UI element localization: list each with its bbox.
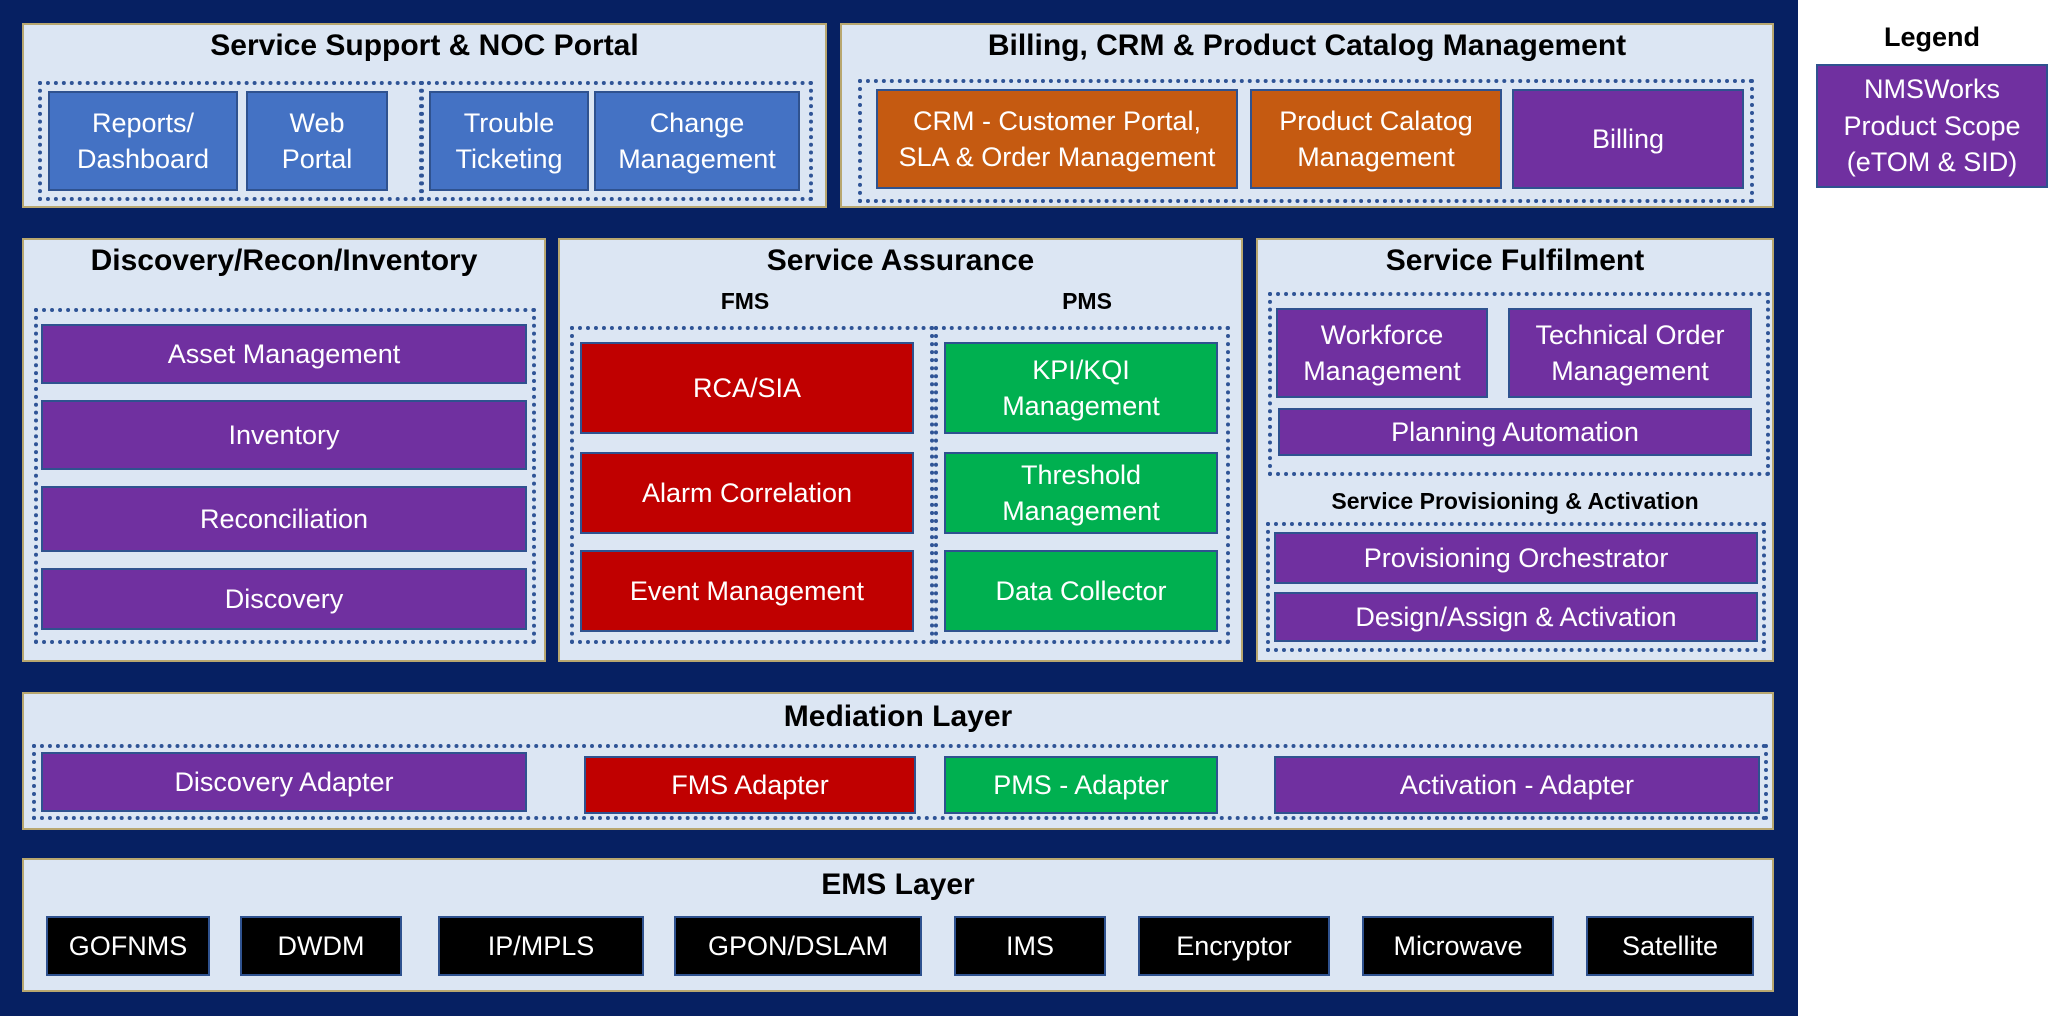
reconciliation-box[interactable]: Reconciliation <box>41 486 527 552</box>
provisioning-label: Service Provisioning & Activation <box>1331 488 1699 514</box>
fulfilment-title: Service Fulfilment <box>1385 244 1645 277</box>
kpi-kqi-box[interactable]: KPI/KQI Management <box>944 342 1218 434</box>
reports-dashboard-box[interactable]: Reports/ Dashboard <box>48 91 238 191</box>
activation-adapter-box[interactable]: Activation - Adapter <box>1274 756 1760 814</box>
mediation-title: Mediation Layer <box>783 700 1013 733</box>
service-support-title: Service Support & NOC Portal <box>210 29 639 62</box>
product-catalog-box[interactable]: Product Calatog Management <box>1250 89 1502 189</box>
rca-sia-box[interactable]: RCA/SIA <box>580 342 914 434</box>
legend-title: Legend <box>1883 22 1980 52</box>
ems-satellite-box[interactable]: Satellite <box>1586 916 1754 976</box>
asset-management-box[interactable]: Asset Management <box>41 324 527 384</box>
assurance-title: Service Assurance <box>766 244 1035 277</box>
billing-box[interactable]: Billing <box>1512 89 1744 189</box>
ems-title: EMS Layer <box>821 868 975 901</box>
design-assign-activation-box[interactable]: Design/Assign & Activation <box>1274 592 1758 642</box>
planning-automation-box[interactable]: Planning Automation <box>1278 408 1752 456</box>
ems-gofnms-box[interactable]: GOFNMS <box>46 916 210 976</box>
provisioning-orchestrator-box[interactable]: Provisioning Orchestrator <box>1274 532 1758 584</box>
fulfilment-panel: Service Fulfilment Workforce Management … <box>1256 238 1774 662</box>
ems-encryptor-box[interactable]: Encryptor <box>1138 916 1330 976</box>
event-management-box[interactable]: Event Management <box>580 550 914 632</box>
alarm-correlation-box[interactable]: Alarm Correlation <box>580 452 914 534</box>
discovery-group <box>34 308 536 644</box>
ems-panel: EMS Layer GOFNMS DWDM IP/MPLS GPON/DSLAM… <box>22 858 1774 992</box>
trouble-ticketing-box[interactable]: Trouble Ticketing <box>429 91 589 191</box>
mediation-panel: Mediation Layer Discovery Adapter FMS Ad… <box>22 692 1774 830</box>
web-portal-box[interactable]: Web Portal <box>246 91 388 191</box>
pms-adapter-box[interactable]: PMS - Adapter <box>944 756 1218 814</box>
ems-ip-mpls-box[interactable]: IP/MPLS <box>438 916 644 976</box>
fms-group <box>570 326 934 644</box>
billing-group <box>858 79 1754 203</box>
workforce-management-box[interactable]: Workforce Management <box>1276 308 1488 398</box>
ems-microwave-box[interactable]: Microwave <box>1362 916 1554 976</box>
discovery-box[interactable]: Discovery <box>41 568 527 630</box>
discovery-title: Discovery/Recon/Inventory <box>90 244 478 277</box>
architecture-frame: Service Support & NOC Portal Reports/ Da… <box>0 0 1798 1016</box>
crm-box[interactable]: CRM - Customer Portal, SLA & Order Manag… <box>876 89 1238 189</box>
technical-order-box[interactable]: Technical Order Management <box>1508 308 1752 398</box>
ems-dwdm-box[interactable]: DWDM <box>240 916 402 976</box>
change-management-box[interactable]: Change Management <box>594 91 800 191</box>
ticketing-group <box>419 81 813 201</box>
billing-title: Billing, CRM & Product Catalog Managemen… <box>987 29 1627 62</box>
pms-label: PMS <box>1062 288 1112 314</box>
legend-nmsworks-box: NMSWorks Product Scope (eTOM & SID) <box>1816 64 2048 188</box>
threshold-management-box[interactable]: Threshold Management <box>944 452 1218 534</box>
fms-label: FMS <box>720 288 770 314</box>
provisioning-group <box>1266 522 1766 652</box>
pms-group <box>934 326 1230 644</box>
data-collector-box[interactable]: Data Collector <box>944 550 1218 632</box>
service-support-panel: Service Support & NOC Portal Reports/ Da… <box>22 23 827 208</box>
ems-ims-box[interactable]: IMS <box>954 916 1106 976</box>
fulfilment-group <box>1268 292 1770 476</box>
fms-adapter-box[interactable]: FMS Adapter <box>584 756 916 814</box>
inventory-box[interactable]: Inventory <box>41 400 527 470</box>
assurance-panel: Service Assurance FMS PMS RCA/SIA Alarm … <box>558 238 1243 662</box>
ems-gpon-dslam-box[interactable]: GPON/DSLAM <box>674 916 922 976</box>
discovery-panel: Discovery/Recon/Inventory Asset Manageme… <box>22 238 546 662</box>
discovery-adapter-box[interactable]: Discovery Adapter <box>41 752 527 812</box>
mediation-group <box>32 744 1768 820</box>
billing-panel: Billing, CRM & Product Catalog Managemen… <box>840 23 1774 208</box>
